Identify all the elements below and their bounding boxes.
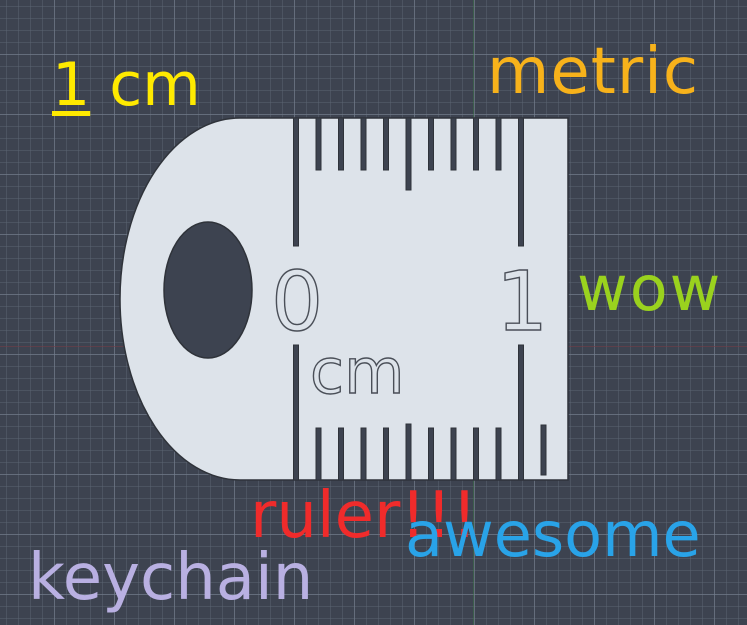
tick-mark — [473, 117, 479, 171]
tick-mark — [518, 117, 524, 247]
tick-mark — [405, 423, 412, 481]
scale-number: 1 — [52, 50, 91, 120]
tick-mark — [495, 427, 502, 481]
tick-mark — [450, 117, 457, 171]
keychain-hole — [163, 221, 253, 359]
tick-mark — [293, 344, 299, 481]
top-tick-marks — [293, 117, 524, 247]
awesome-label: awesome — [405, 498, 701, 571]
tick-mark — [293, 117, 299, 247]
tick-mark — [383, 427, 389, 481]
tick-mark — [428, 117, 434, 171]
scale-unit: cm — [90, 50, 201, 120]
tick-mark — [315, 427, 322, 481]
tick-mark — [338, 427, 344, 481]
tick-mark — [540, 424, 547, 476]
tick-mark — [428, 427, 434, 481]
ruler-label: ruler!!! — [250, 479, 478, 553]
tick-mark — [405, 117, 412, 191]
wow-label: wow — [577, 252, 723, 325]
tick-mark — [360, 427, 367, 481]
tick-mark — [450, 427, 457, 481]
tick-mark — [338, 117, 344, 171]
bottom-tick-marks — [293, 344, 547, 481]
ruler-unit-label: cm — [310, 335, 404, 408]
tick-mark — [360, 117, 367, 171]
ruler-body — [119, 117, 569, 481]
scale-label: 1 cm — [52, 55, 201, 115]
ruler-one-label: 1 — [496, 255, 548, 350]
keychain-label: keychain — [28, 541, 314, 615]
ruler-zero-label: 0 — [271, 255, 323, 350]
tick-mark — [315, 117, 322, 171]
tick-mark — [518, 344, 524, 481]
tick-mark — [495, 117, 502, 171]
tick-mark — [383, 117, 389, 171]
tick-mark — [473, 427, 479, 481]
metric-label: metric — [487, 35, 700, 109]
